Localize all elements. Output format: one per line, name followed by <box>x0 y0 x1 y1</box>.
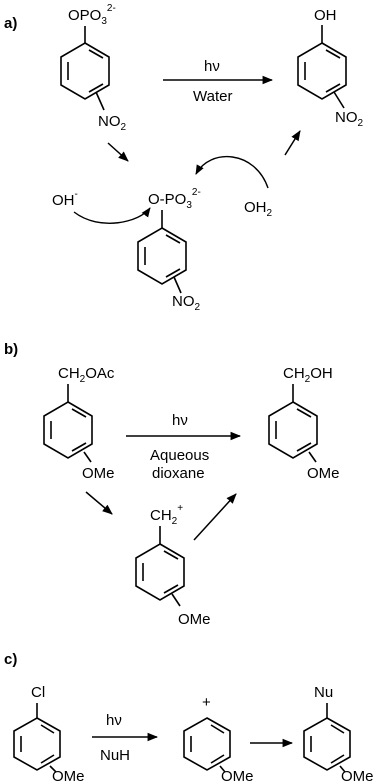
a-arrow-down <box>107 142 129 162</box>
b-condition-hv: hν <box>172 412 188 429</box>
svg-text:OH-: OH- <box>52 189 78 209</box>
a-arrow-up <box>284 130 301 156</box>
svg-text:NO2: NO2 <box>98 113 127 133</box>
b-sm-ch2oac: CH <box>58 365 80 382</box>
c-cat-plus: + <box>202 694 211 711</box>
svg-text:CH2OH: CH2OH <box>283 365 333 385</box>
a-curved-arrow-right <box>195 155 269 189</box>
a-product-oh: OH <box>314 7 337 24</box>
a-water: OH <box>244 199 267 216</box>
svg-text:OPO32-: OPO32- <box>68 3 116 27</box>
section-a-label: a) <box>4 15 17 32</box>
b-pr-ch2oh: CH <box>283 365 305 382</box>
b-cat-ch2: CH <box>150 507 172 524</box>
b-methoxybenzyl-alcohol: CH2OH OMe <box>268 365 340 482</box>
b-sm-ome: OMe <box>82 465 115 482</box>
b-cat-ome: OMe <box>178 611 211 628</box>
b-pr-ome: OMe <box>307 465 340 482</box>
a-curved-arrow-left <box>73 207 151 224</box>
svg-text:CH2+: CH2+ <box>150 503 183 527</box>
c-sm-ome: OMe <box>52 768 85 781</box>
section-b-label: b) <box>4 341 18 358</box>
a-nitrophenyl-phosphate: OPO32- NO2 <box>60 3 127 133</box>
c-sm-cl: Cl <box>31 684 45 701</box>
svg-text:O-PO32-: O-PO32- <box>148 187 201 211</box>
b-arrow-down <box>85 491 113 515</box>
c-substituted-anisole: Nu OMe <box>303 684 374 781</box>
a-condition-hv: hν <box>204 58 220 75</box>
c-pr-ome: OMe <box>341 768 374 781</box>
svg-text:CH2OAc: CH2OAc <box>58 365 115 385</box>
a-hydroxide: OH <box>52 192 75 209</box>
a-nitrophenol: OH NO2 <box>297 7 364 129</box>
c-aryl-cation: + OMe <box>183 694 254 781</box>
b-benzyl-cation: CH2+ OMe <box>135 503 211 628</box>
c-pr-nu: Nu <box>314 684 333 701</box>
a-int-no2: NO <box>172 293 195 310</box>
c-condition-nuh: NuH <box>100 747 130 764</box>
a-sm-no2: NO <box>98 113 121 130</box>
section-c-label: c) <box>4 651 17 668</box>
a-condition-water: Water <box>193 88 232 105</box>
svg-text:NO2: NO2 <box>335 109 364 129</box>
b-methoxybenzyl-acetate: CH2OAc OMe <box>43 365 115 482</box>
b-condition-dioxane: dioxane <box>152 465 205 482</box>
a-intermediate: O-PO32- NO2 <box>137 187 201 313</box>
c-chloroanisole: Cl OMe <box>13 684 85 781</box>
a-sm-opo3: OPO <box>68 7 101 24</box>
c-cat-ome: OMe <box>221 768 254 781</box>
svg-text:NO2: NO2 <box>172 293 201 313</box>
b-arrow-up <box>193 493 237 541</box>
a-int-opo3: O-PO <box>148 191 186 208</box>
svg-text:OH2: OH2 <box>244 199 273 219</box>
a-product-no2: NO <box>335 109 358 126</box>
b-condition-aqueous: Aqueous <box>150 447 209 464</box>
c-condition-hv: hν <box>106 712 122 729</box>
